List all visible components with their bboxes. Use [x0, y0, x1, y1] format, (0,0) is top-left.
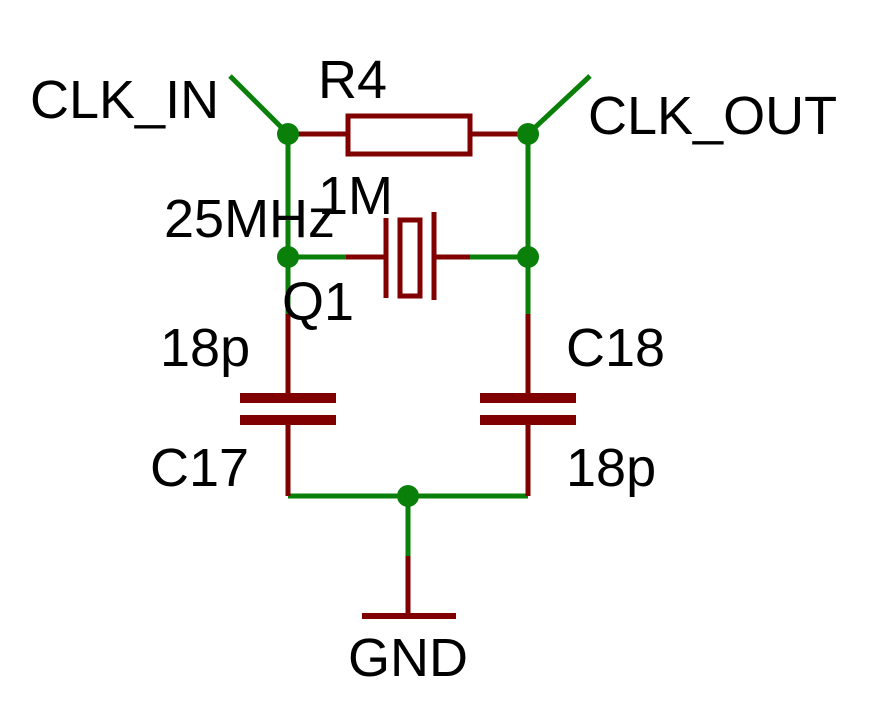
- ground-symbol: [362, 556, 456, 619]
- labels: CLK_IN CLK_OUT R4 1M 25MHz Q1 18p C17 C1…: [30, 50, 837, 688]
- junction-clk-out: [517, 123, 539, 145]
- q1-name-label: Q1: [282, 272, 354, 332]
- net-label-clk-out: CLK_OUT: [588, 86, 837, 146]
- junction-crystal-right: [517, 246, 539, 268]
- r4-value-label: 1M: [318, 166, 393, 226]
- r4-name-label: R4: [318, 50, 387, 110]
- crystal-q1: [346, 212, 470, 300]
- resistor-r4: [288, 113, 528, 157]
- q1-crystal-body: [397, 217, 423, 299]
- clk-out-stub-wire: [526, 74, 592, 136]
- net-label-gnd: GND: [348, 628, 468, 688]
- r4-body: [345, 113, 473, 157]
- capacitor-c17: [240, 314, 336, 496]
- c17-name-label: C17: [150, 438, 249, 498]
- net-label-clk-in: CLK_IN: [30, 70, 219, 130]
- c18-name-label: C18: [566, 318, 665, 378]
- c18-value-label: 18p: [566, 438, 656, 498]
- junctions: [277, 123, 539, 507]
- clk-in-stub-wire: [228, 74, 290, 136]
- junction-crystal-left: [277, 246, 299, 268]
- c17-value-label: 18p: [160, 318, 250, 378]
- junction-clk-in: [277, 123, 299, 145]
- capacitor-c18: [480, 314, 576, 496]
- q1-value-label: 25MHz: [164, 189, 335, 249]
- junction-ground: [397, 485, 419, 507]
